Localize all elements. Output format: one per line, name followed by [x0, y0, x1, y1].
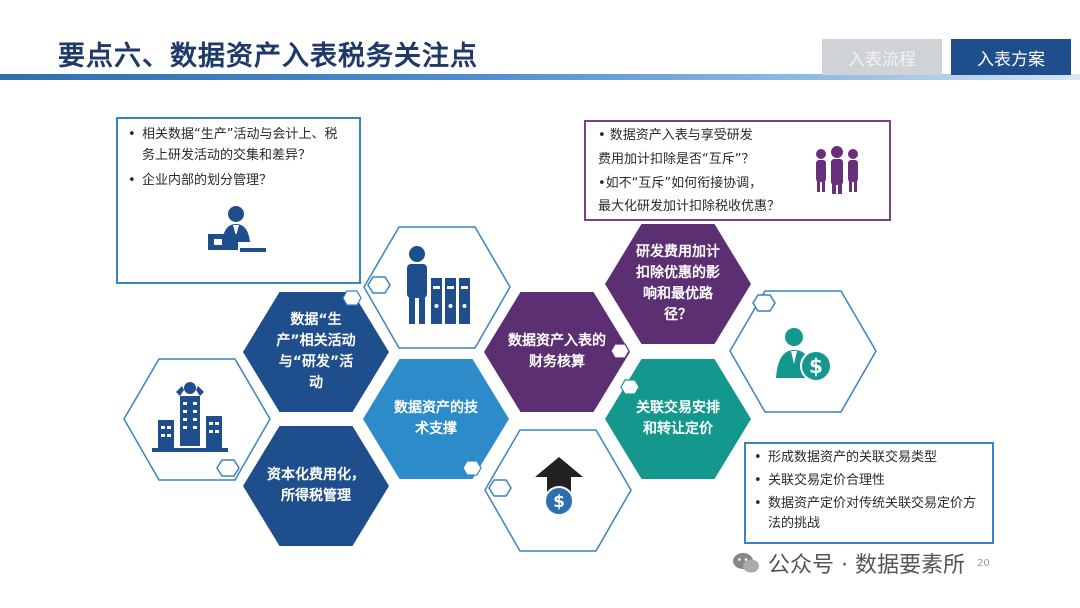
- tab-plan[interactable]: 入表方案: [951, 39, 1071, 75]
- page-number: 20: [977, 558, 990, 569]
- text-line: • 数据资产入表与享受研发: [598, 128, 753, 143]
- svg-text:$: $: [553, 492, 565, 512]
- hex-marker: [462, 460, 482, 476]
- person-with-files-icon: [407, 246, 470, 324]
- info-box-rd-deduction: • 数据资产入表与享受研发 费用加计扣除是否“互斥”？ •如不“互斥”如何衔接协…: [584, 120, 891, 221]
- hex-label: 数据资产入表的财务核算: [508, 333, 606, 370]
- hex-marker: [342, 290, 362, 306]
- hex-technical-support: 数据资产的技术支撑: [363, 359, 509, 479]
- businessman-laptop-icon: [208, 206, 266, 252]
- list-item: 企业内部的划分管理？: [128, 171, 349, 192]
- title-divider: [0, 74, 1080, 80]
- list-item: 形成数据资产的关联交易类型: [754, 448, 984, 469]
- svg-text:$: $: [809, 354, 823, 378]
- tab-process[interactable]: 入表流程: [822, 39, 942, 75]
- hex-marker: [620, 379, 640, 395]
- watermark: 公众号 · 数据要素所: [732, 547, 965, 579]
- hex-label: 关联交易安排和转让定价: [636, 400, 720, 437]
- stressed-person-buildings-icon: [152, 382, 228, 452]
- wechat-icon: [733, 553, 759, 573]
- businessman-dollar-icon: $: [776, 328, 832, 382]
- hex-label: 数据“生产”相关活动与“研发”活动: [276, 312, 356, 391]
- hex-production-rd: 数据“生产”相关活动与“研发”活动: [243, 292, 389, 412]
- hex-label: 研发费用加计扣除优惠的影响和最优路径？: [636, 244, 720, 323]
- list-item: 数据资产定价对传统关联交易定价方法的挑战: [754, 494, 984, 536]
- text-line: 费用加计扣除是否“互斥”？: [598, 151, 755, 167]
- hex-capitalization-tax: 资本化费用化，所得税管理: [243, 426, 389, 546]
- page-title: 要点六、数据资产入表税务关注点: [58, 41, 478, 72]
- list-item: 相关数据“生产”活动与会计上、税务上研发活动的交集和差异？: [128, 125, 349, 167]
- hex-outline-money-person: [729, 290, 877, 413]
- watermark-text: 公众号 · 数据要素所: [768, 553, 965, 578]
- list-item: 关联交易定价合理性: [754, 471, 984, 492]
- info-box-related-transactions: 形成数据资产的关联交易类型 关联交易定价合理性 数据资产定价对传统关联交易定价方…: [744, 442, 994, 544]
- hex-label: 数据资产的技术支撑: [394, 400, 478, 437]
- hex-marker: [610, 343, 630, 359]
- dollar-arrow-up-icon: $: [535, 457, 583, 516]
- text-line: 最大化研发加计扣除税收优惠？: [598, 199, 781, 215]
- info-box-production-rd: 相关数据“生产”活动与会计上、税务上研发活动的交集和差异？ 企业内部的划分管理？: [116, 117, 361, 284]
- team-people-icon: [816, 146, 858, 194]
- text-line: •如不“互斥”如何衔接协调，: [598, 175, 763, 191]
- hex-label: 资本化费用化，所得税管理: [267, 467, 365, 504]
